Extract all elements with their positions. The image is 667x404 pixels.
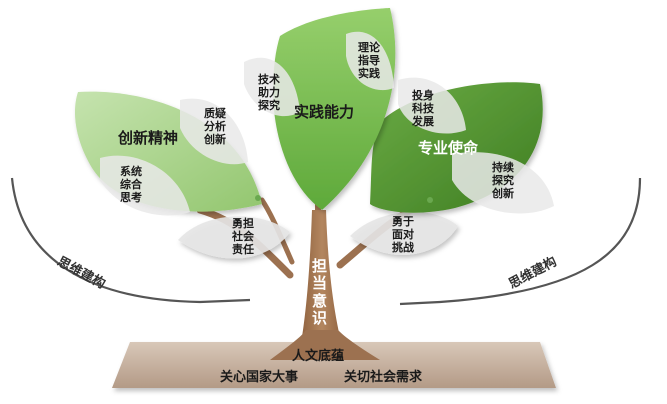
leaf-practice-sub-left xyxy=(244,57,300,117)
innovation-sub-left: 系统 综合 思考 xyxy=(120,165,142,204)
innovation-title: 创新精神 xyxy=(118,129,179,147)
leaf-right-small xyxy=(350,211,458,255)
leaf-mission-sub-top xyxy=(398,77,466,134)
base-left: 关心国家大事 xyxy=(220,370,299,385)
base-slab xyxy=(112,342,556,388)
leaf-mission-sub-right xyxy=(452,152,554,214)
mission-sub-right: 持续 探究 创新 xyxy=(492,161,514,200)
left-arc xyxy=(10,177,251,304)
practice-sub-right: 理论 指导 实践 xyxy=(358,41,380,80)
practice-title: 实践能力 xyxy=(294,103,355,121)
leaf-innovation-sub-right xyxy=(180,98,248,165)
mission-title: 专业使命 xyxy=(418,139,479,157)
trunk-label: 担 当 意 识 xyxy=(312,257,328,327)
branch-left-label: 勇担 社会 责任 xyxy=(232,217,254,256)
practice-sub-left: 技术 助力 探究 xyxy=(258,73,280,112)
trunk xyxy=(298,210,346,360)
base-title: 人文底蕴 xyxy=(292,349,345,364)
branch-right-label: 勇于 面对 挑战 xyxy=(392,215,414,254)
innovation-sub-right: 质疑 分析 创新 xyxy=(204,107,226,146)
roots xyxy=(270,330,380,360)
leaf-practice-sub-right xyxy=(346,31,394,91)
leaf-innovation-sub-left xyxy=(100,155,190,216)
base-right: 关切社会需求 xyxy=(344,370,423,385)
right-arc xyxy=(399,177,642,306)
mission-sub-top: 投身 科技 发展 xyxy=(412,89,434,128)
leaf-left-small xyxy=(178,216,290,259)
